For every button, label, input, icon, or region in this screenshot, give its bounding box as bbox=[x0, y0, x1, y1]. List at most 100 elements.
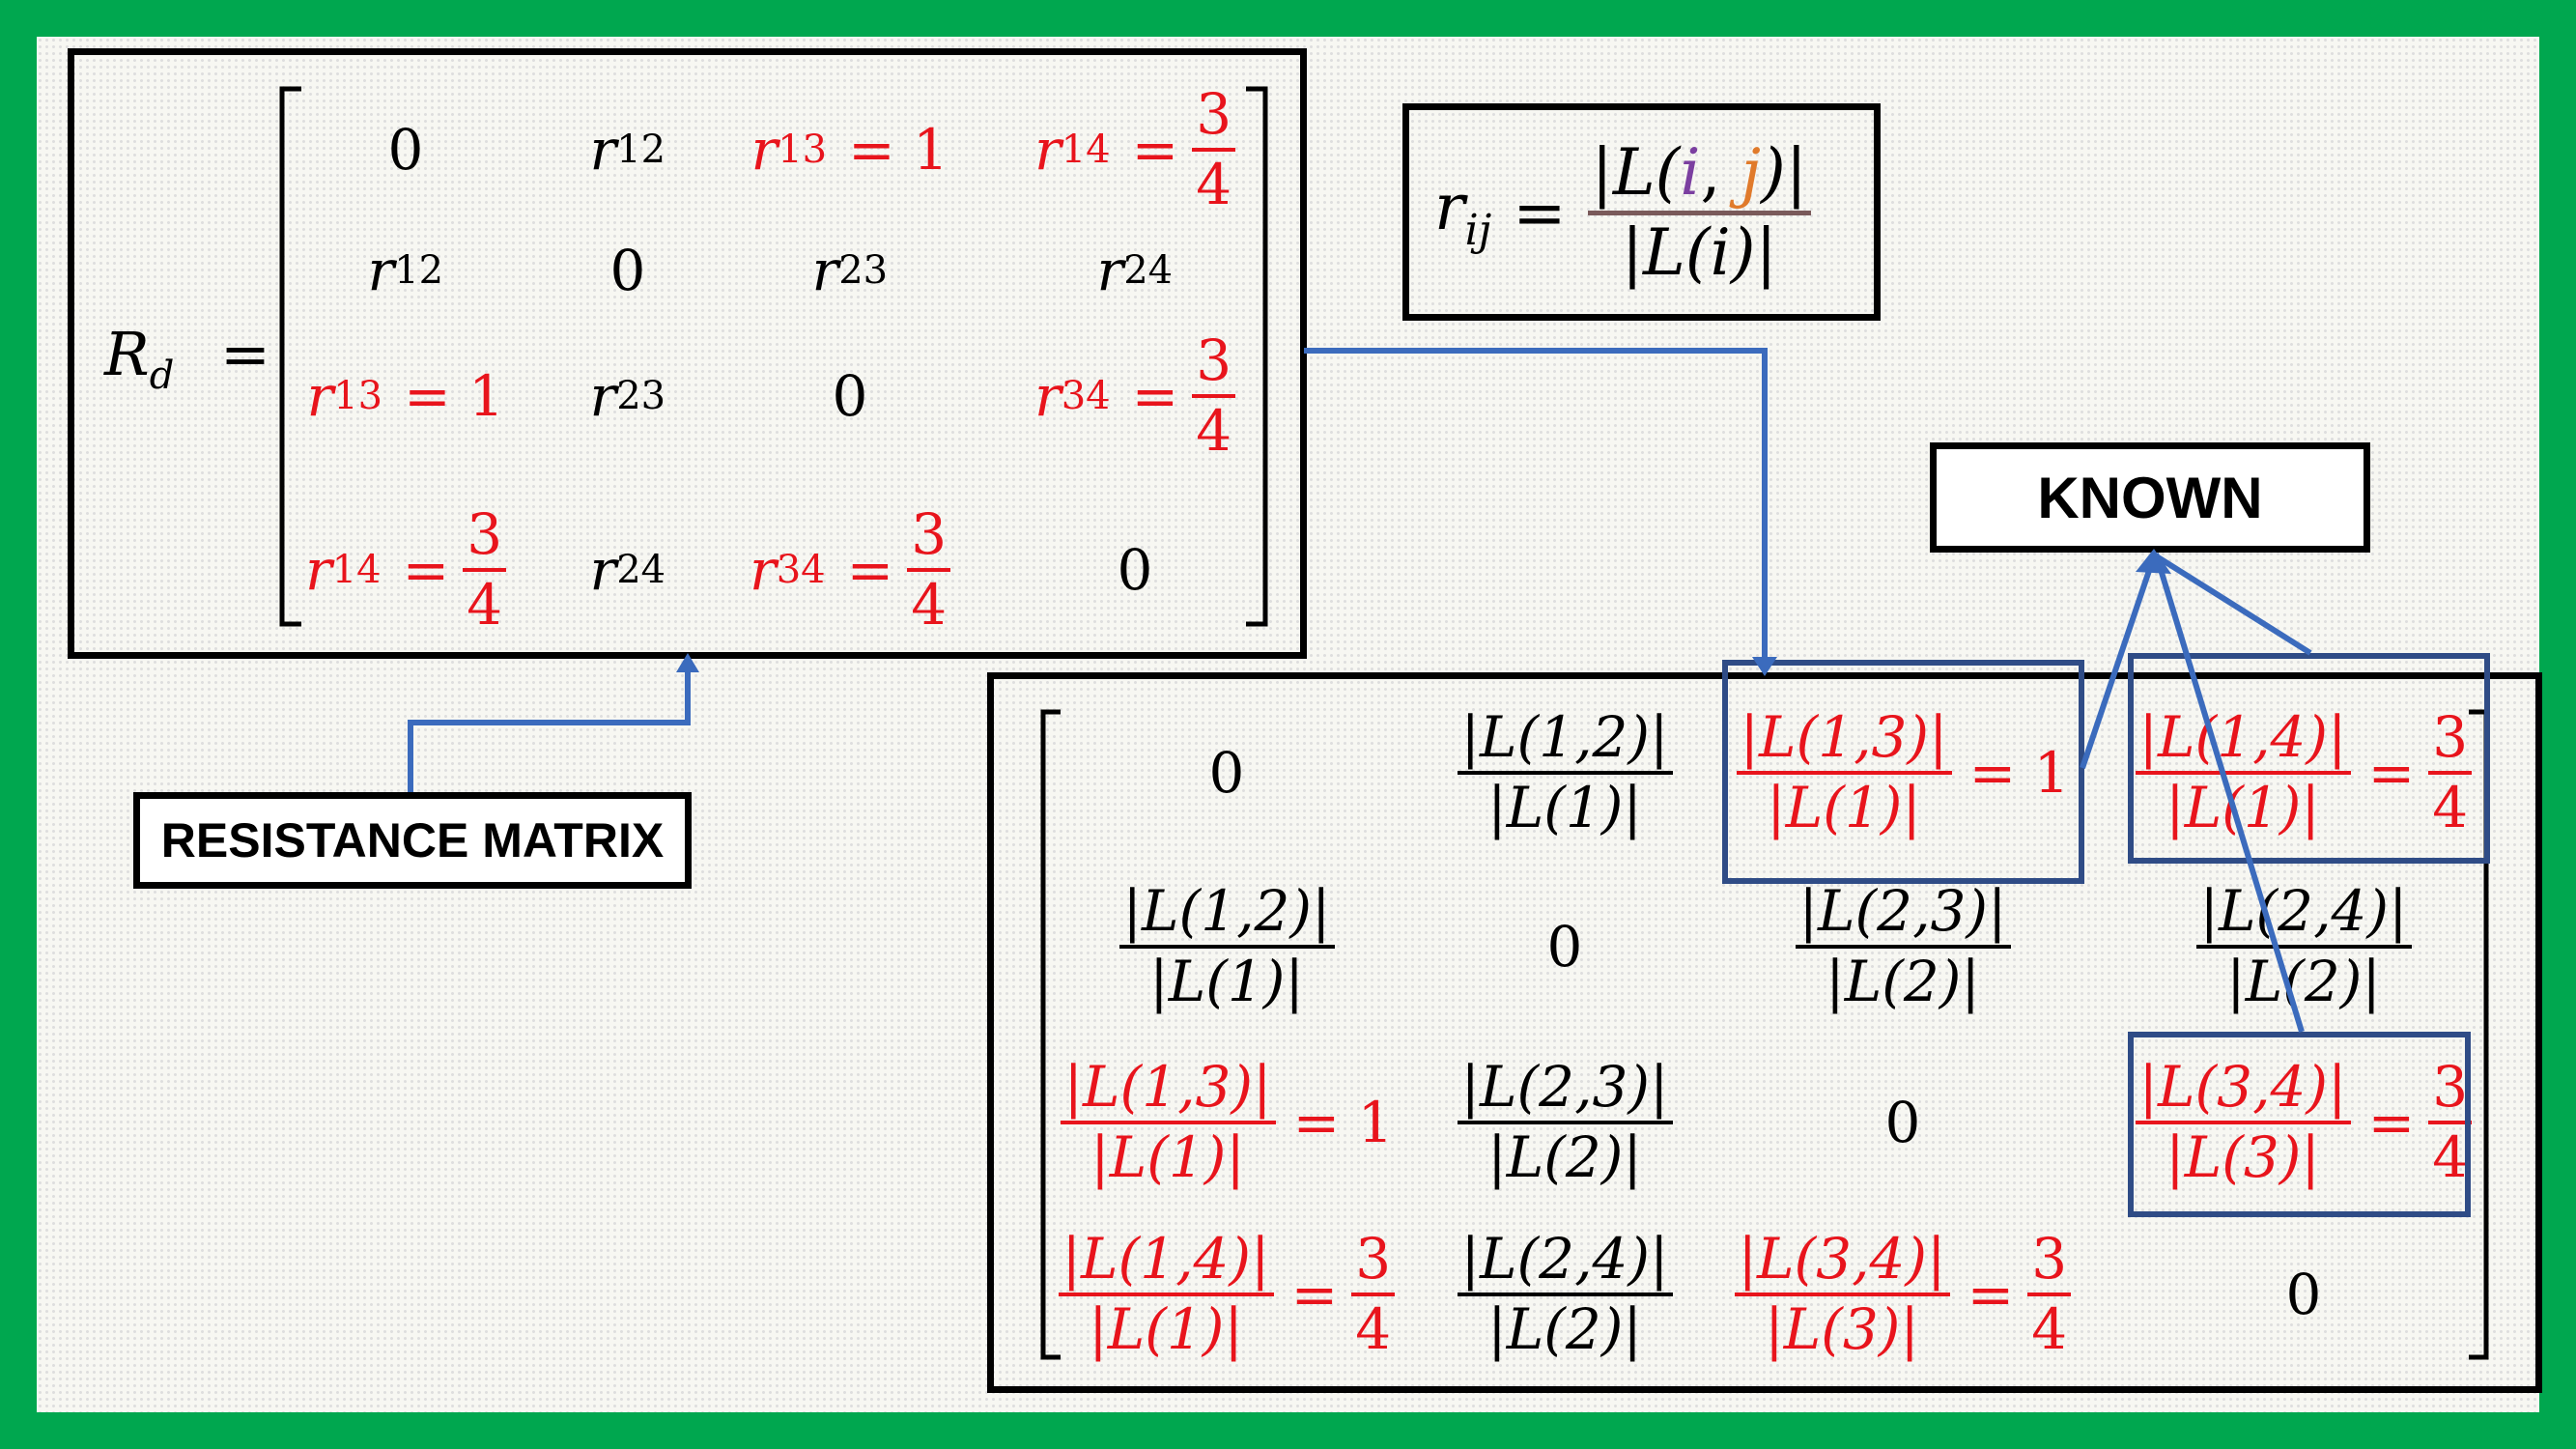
ex-fraction: |L(2,3)||L(2)| bbox=[1457, 1058, 1673, 1190]
ex-fraction-den: |L(3)| bbox=[2166, 1123, 2320, 1190]
known-label-text: KNOWN bbox=[2037, 465, 2263, 530]
rd-zero: 0 bbox=[1117, 537, 1153, 603]
rd-zero: 0 bbox=[609, 238, 646, 303]
resistance-matrix-label: RESISTANCE MATRIX bbox=[133, 792, 692, 889]
ex-value-bar bbox=[2027, 1292, 2072, 1296]
ex-fraction-den: |L(2)| bbox=[1487, 1295, 1642, 1362]
formula-fraction-bar bbox=[1587, 210, 1811, 215]
ex-value-den: 4 bbox=[1355, 1295, 1392, 1362]
rd-symbol: r bbox=[367, 238, 395, 303]
ex-cell-3-1: |L(1,3)||L(1)|= 1 bbox=[1060, 1058, 1394, 1190]
rd-cell-4-4: 0 bbox=[1118, 537, 1153, 603]
lhs-symbol: R bbox=[104, 319, 150, 389]
ex-fraction: |L(3,4)||L(3)| bbox=[1734, 1226, 1950, 1359]
ex-value-bar bbox=[1351, 1292, 1396, 1296]
rd-symbol: r bbox=[750, 536, 777, 603]
rd-subscript: 14 bbox=[1061, 127, 1111, 172]
ex-fraction-den: |L(1)| bbox=[1089, 1295, 1243, 1362]
ex-fraction-num: |L(2,3)| bbox=[1798, 878, 2007, 944]
rd-symbol: r bbox=[1034, 116, 1062, 183]
ex-cell-4-2: |L(2,4)||L(2)| bbox=[1457, 1226, 1673, 1362]
ex-fraction-num: |L(1,2)| bbox=[1122, 878, 1331, 944]
formula-num-sep: , bbox=[1700, 135, 1741, 211]
rd-equals: = bbox=[1131, 362, 1179, 429]
rd-symbol: r bbox=[305, 536, 332, 603]
rd-cell-3-3: 0 bbox=[833, 363, 868, 429]
ex-fraction-den: |L(2)| bbox=[1826, 948, 1980, 1014]
highlight-l14 bbox=[2128, 653, 2490, 864]
rd-cell-1-1: 0 bbox=[388, 117, 424, 183]
formula-equals: = bbox=[1513, 175, 1567, 250]
ex-fraction-bar bbox=[1734, 1292, 1950, 1296]
rd-symbol: r bbox=[811, 238, 839, 303]
ex-cell-2-2: 0 bbox=[1547, 914, 1583, 980]
rd-subscript: 24 bbox=[616, 548, 666, 592]
formula-denominator: |L(i)| bbox=[1621, 214, 1777, 290]
lhs-subscript: d bbox=[149, 354, 175, 398]
rd-cell-2-2: 0 bbox=[610, 238, 646, 303]
ex-fraction-den: |L(1)| bbox=[1090, 1123, 1245, 1190]
rd-subscript: 12 bbox=[394, 248, 444, 293]
ex-fraction-den: |L(1)| bbox=[1487, 774, 1642, 840]
rd-fraction-num: 3 bbox=[467, 501, 503, 567]
formula-num-i: i bbox=[1680, 135, 1701, 211]
rd-value: = 1 bbox=[404, 363, 505, 429]
ex-cell-1-2: |L(1,2)||L(1)| bbox=[1457, 704, 1673, 840]
ex-fraction-num: |L(1,2)| bbox=[1460, 704, 1669, 770]
ex-equals: = bbox=[1967, 1261, 2015, 1327]
rd-subscript: 12 bbox=[616, 128, 666, 172]
ex-equals: = bbox=[1290, 1261, 1339, 1327]
ex-fraction-num: |L(1,3)| bbox=[1740, 704, 1948, 770]
ex-value-bar bbox=[2428, 770, 2473, 775]
ex-value-num: 3 bbox=[1355, 1226, 1392, 1292]
ex-cell-1-1: 0 bbox=[1209, 740, 1245, 806]
lhs-equals: = bbox=[220, 319, 270, 389]
formula-num-j: j bbox=[1741, 135, 1761, 211]
rd-subscript: 23 bbox=[616, 374, 666, 418]
ex-zero: 0 bbox=[1208, 740, 1245, 806]
rd-zero: 0 bbox=[832, 363, 868, 429]
ex-zero: 0 bbox=[1546, 914, 1583, 980]
ex-fraction-bar bbox=[1457, 770, 1673, 775]
rd-fraction-den: 4 bbox=[911, 571, 948, 638]
rd-fraction-num: 3 bbox=[1196, 327, 1232, 393]
rd-fraction-num: 3 bbox=[911, 501, 948, 567]
ex-fraction-num: |L(3,4)| bbox=[1738, 1226, 1946, 1292]
rd-subscript: 23 bbox=[838, 248, 889, 293]
ex-fraction-bar bbox=[1060, 1120, 1276, 1124]
ex-cell-2-1: |L(1,2)||L(1)| bbox=[1118, 878, 1335, 1011]
ex-fraction-num: |L(2,4)| bbox=[1460, 1226, 1669, 1292]
highlight-l34 bbox=[2128, 1032, 2471, 1217]
ex-fraction-den: |L(1)| bbox=[1767, 774, 1921, 840]
ex-value-den: 4 bbox=[2031, 1295, 2068, 1362]
ex-fraction: |L(3,4)||L(3)| bbox=[2135, 1058, 2351, 1190]
rd-value: = 1 bbox=[848, 117, 949, 183]
ex-zero: 0 bbox=[2285, 1262, 2322, 1327]
ex-fraction: |L(2,4)||L(2)| bbox=[1457, 1226, 1673, 1362]
rd-subscript: 34 bbox=[776, 547, 826, 592]
rd-fraction-den: 4 bbox=[467, 571, 503, 638]
formula-lhs-symbol: r bbox=[1434, 170, 1465, 244]
rd-equals: = bbox=[1131, 116, 1179, 183]
formula: rij = |L(i, j)| |L(i)| bbox=[1434, 126, 1811, 299]
ex-fraction: |L(1,3)||L(1)| bbox=[1736, 704, 1952, 840]
formula-box bbox=[1402, 103, 1881, 321]
rd-symbol: r bbox=[589, 363, 617, 429]
ex-fraction-den: |L(2)| bbox=[1487, 1123, 1642, 1190]
ex-value: = 1 bbox=[1968, 739, 2070, 806]
ex-value-bar bbox=[2428, 1120, 2473, 1124]
